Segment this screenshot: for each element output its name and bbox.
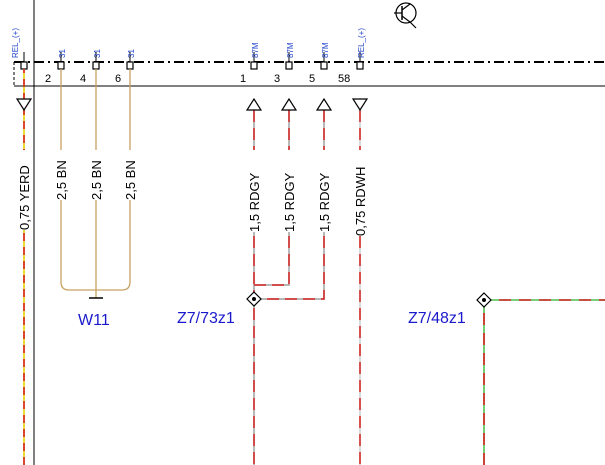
pin-position-5: 5 [309, 73, 315, 85]
pin-position-1: 1 [240, 73, 246, 85]
pin-label-87m-c: 87M [321, 42, 330, 58]
connector-label-z7-73z1: Z7/73z1 [177, 310, 235, 327]
pin-label-31-c: 31 [127, 49, 136, 58]
wire-label-yerd: 0,75 YERD [17, 165, 32, 230]
connector-label-z7-48z1: Z7/48z1 [408, 310, 466, 327]
wire-label-rdgy-1: 1,5 RDGY [247, 172, 262, 232]
wire-label-rdwh: 0,75 RDWH [353, 167, 368, 236]
wire-label-bn-2: 2,5 BN [89, 160, 104, 200]
pin-label-87m-b: 87M [286, 42, 295, 58]
transistor-icon [394, 2, 417, 29]
wire-label-rdgy-2: 1,5 RDGY [282, 172, 297, 232]
arrow-down-icon [351, 98, 369, 112]
pin-label-31-a: 31 [58, 49, 67, 58]
wire-label-bn-3: 2,5 BN [123, 160, 138, 200]
splice-z7-48z1-icon[interactable] [476, 292, 492, 308]
wire-label-rdgy-3: 1,5 RDGY [317, 172, 332, 232]
pin-label-rel-left: REL_(+) [11, 28, 20, 58]
pin-position-6: 6 [115, 73, 121, 85]
pin-label-87m-a: 87M [251, 42, 260, 58]
pin-position-4: 4 [80, 73, 86, 85]
arrow-up-icon [280, 97, 298, 111]
pin-position-3: 3 [274, 73, 280, 85]
connector-label-w11: W11 [78, 312, 110, 329]
wire-label-bn-1: 2,5 BN [54, 160, 69, 200]
pin-position-58: 58 [338, 73, 350, 85]
arrow-up-icon [245, 97, 263, 111]
pin-terminals [20, 61, 364, 70]
splice-z7-73z1-icon[interactable] [246, 291, 262, 307]
wire-rdgn[interactable] [483, 299, 605, 465]
arrow-up-icon [315, 97, 333, 111]
pin-position-2: 2 [45, 73, 51, 85]
pin-label-31-b: 31 [93, 49, 102, 58]
pin-terminal-leads [23, 52, 361, 62]
pin-label-rel-right: REL_(+) [357, 28, 366, 58]
arrow-down-icon [15, 98, 33, 112]
